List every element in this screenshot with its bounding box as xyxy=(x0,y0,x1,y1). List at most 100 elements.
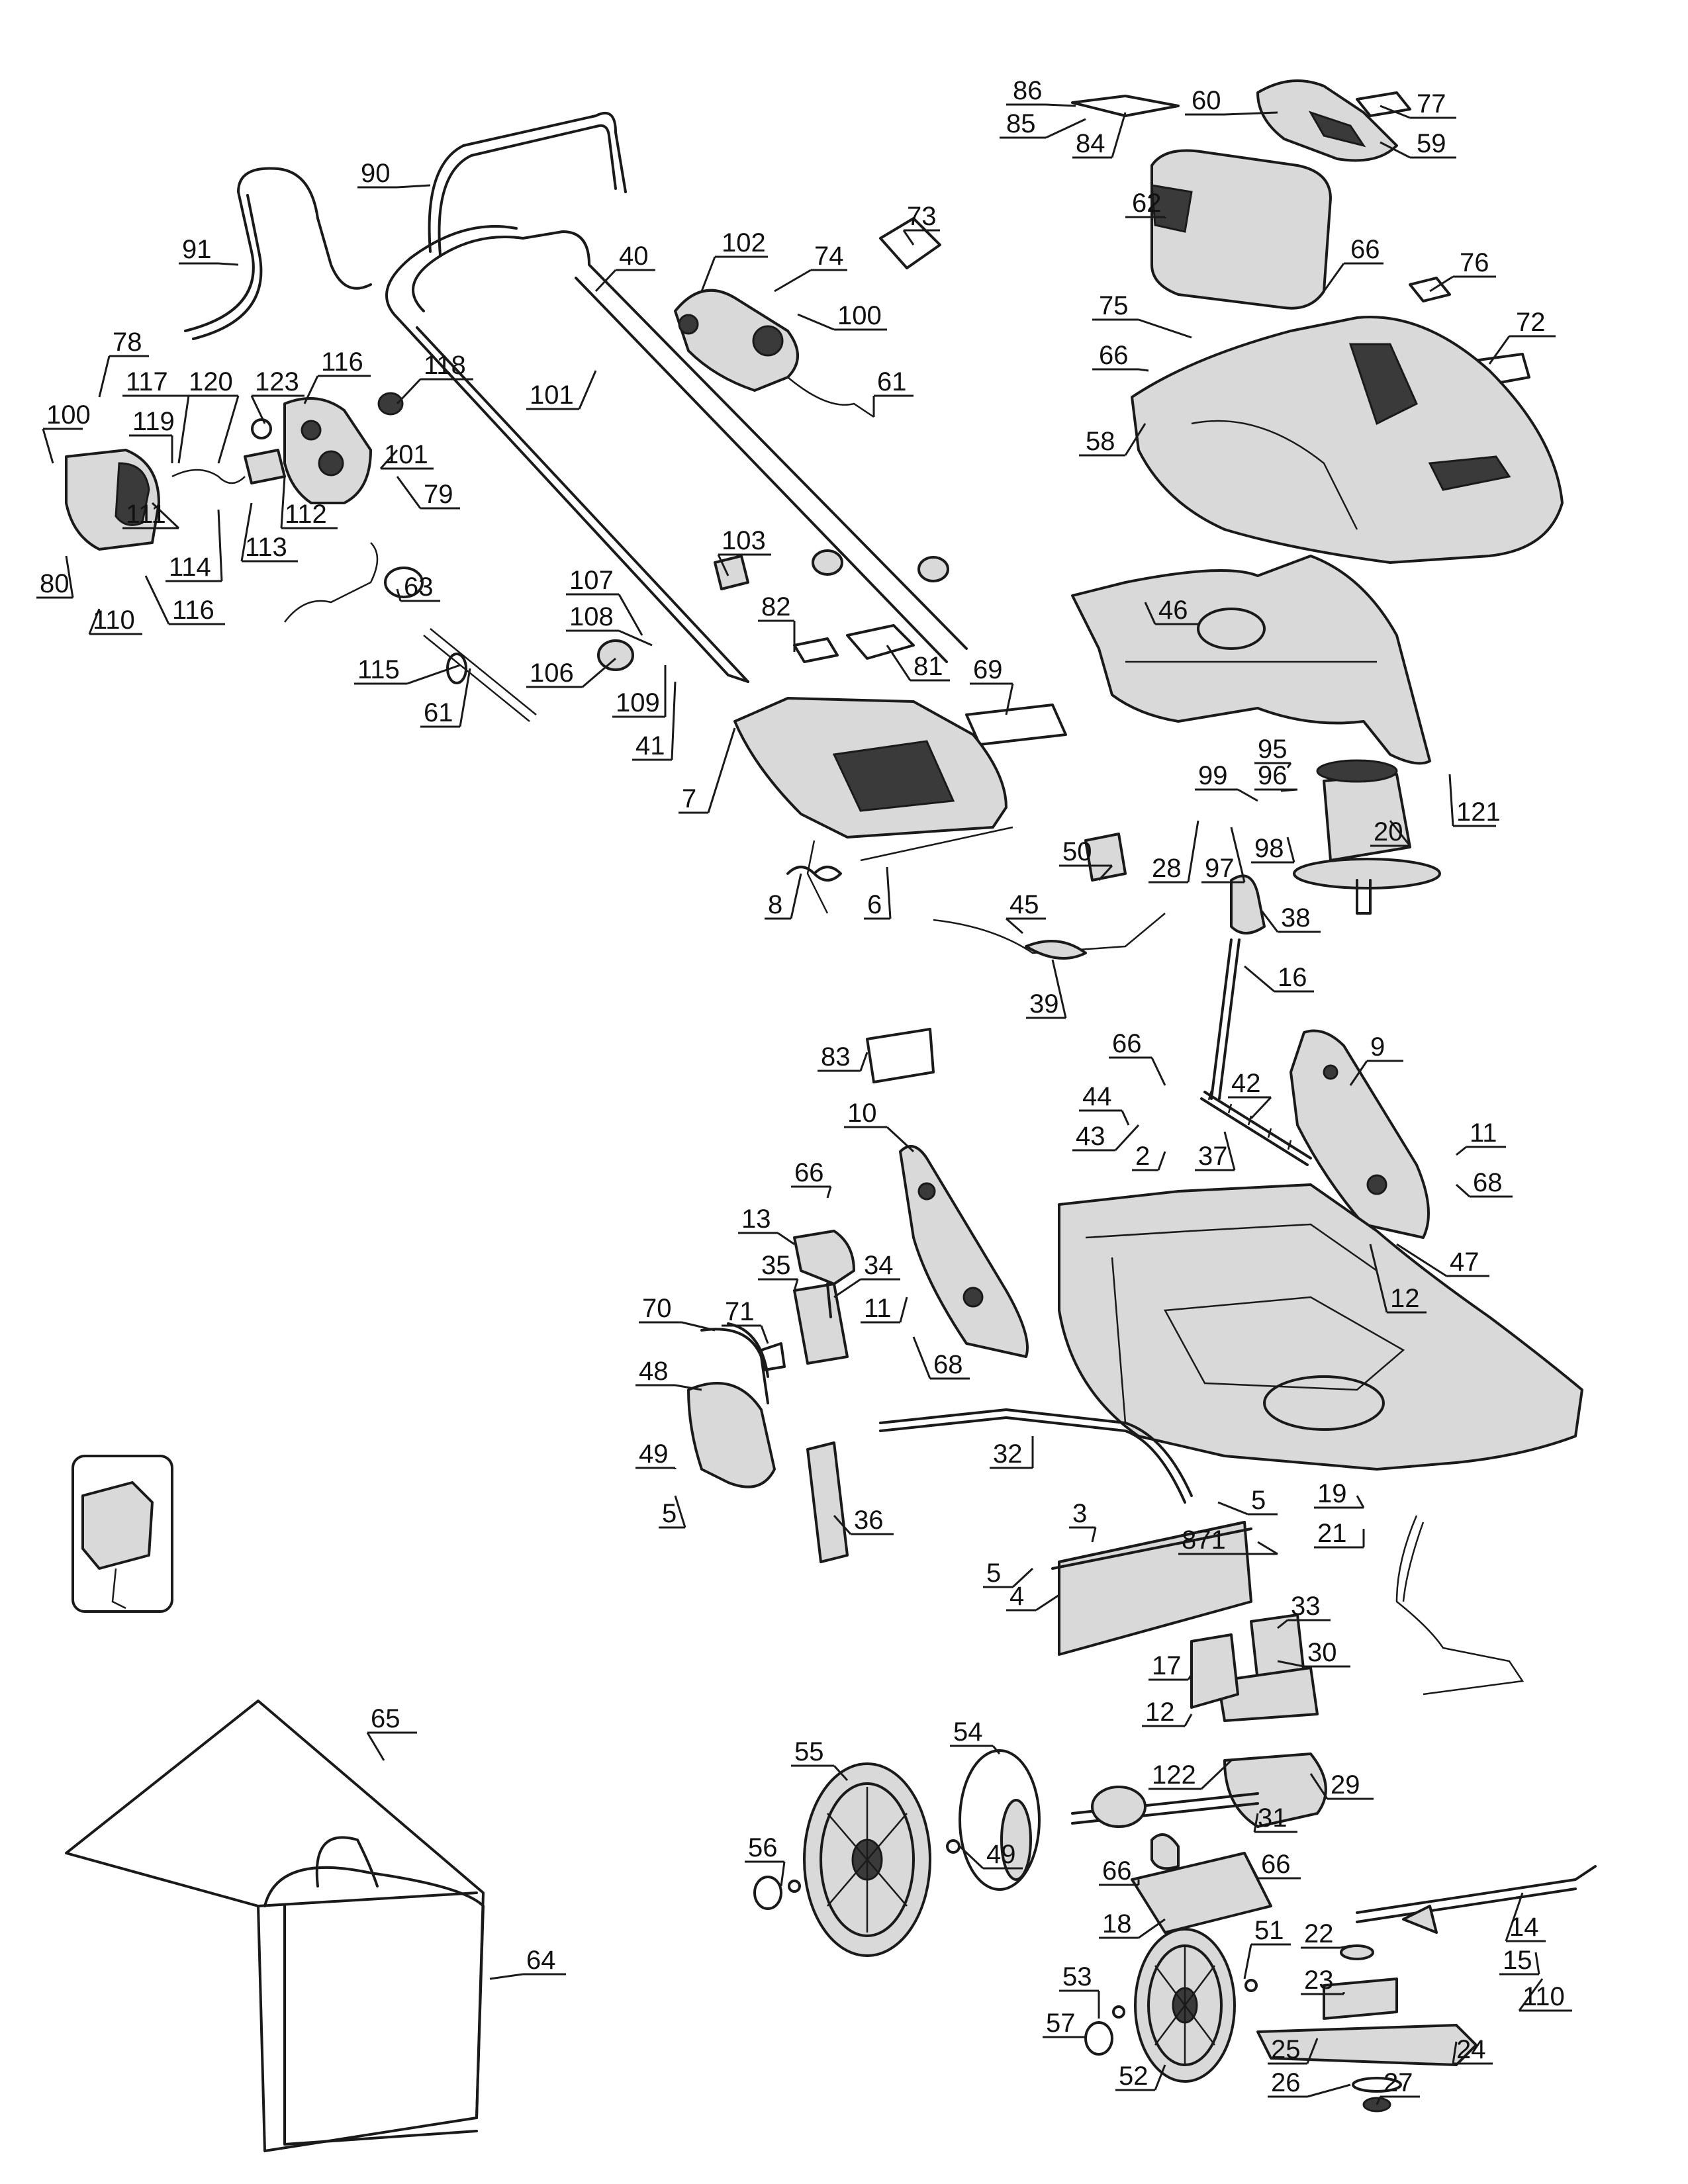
callout-76: 76 xyxy=(1460,248,1489,277)
callout-35: 35 xyxy=(761,1251,791,1280)
callout-leader xyxy=(1187,1674,1193,1680)
callout-leader xyxy=(1488,336,1511,365)
callout-leader-lines xyxy=(36,103,1572,2105)
callout-leader xyxy=(700,256,716,292)
callout-49: 49 xyxy=(639,1439,669,1469)
callout-leader xyxy=(1280,788,1298,792)
callout-86: 86 xyxy=(1013,76,1043,105)
callout-119: 119 xyxy=(132,407,175,436)
callout-leader xyxy=(1138,318,1192,339)
callout-68: 68 xyxy=(933,1350,963,1379)
callout-45: 45 xyxy=(1009,890,1039,919)
callout-117: 117 xyxy=(126,367,168,396)
callout-leader xyxy=(671,681,677,760)
motor-drawing xyxy=(1293,759,1441,915)
callout-101: 101 xyxy=(384,440,428,469)
callout-leader xyxy=(1138,368,1149,372)
callout-leader xyxy=(1380,141,1411,159)
callout-48: 48 xyxy=(639,1357,669,1386)
callout-85: 85 xyxy=(1006,109,1036,138)
rear-wheel-drawing xyxy=(803,1762,931,1957)
callout-20: 20 xyxy=(1374,817,1403,846)
callout-leader xyxy=(992,1745,1001,1754)
callout-leader xyxy=(582,657,616,688)
rear-flap-plate-drawing xyxy=(1051,1521,1252,1656)
callout-73: 73 xyxy=(907,202,937,231)
callout-57: 57 xyxy=(1046,2009,1076,2038)
callout-leader xyxy=(793,1279,799,1291)
callout-78: 78 xyxy=(113,328,142,357)
callout-leader xyxy=(618,629,653,647)
cable-drawing xyxy=(284,542,537,722)
callout-26: 26 xyxy=(1271,2068,1301,2097)
callout-leader xyxy=(144,575,170,625)
callout-50: 50 xyxy=(1062,837,1092,866)
callout-30: 30 xyxy=(1307,1638,1337,1667)
callout-54: 54 xyxy=(953,1717,983,1747)
callout-63: 63 xyxy=(404,572,434,602)
callout-leader xyxy=(1111,112,1127,158)
callout-39: 39 xyxy=(1029,989,1059,1019)
callout-66: 66 xyxy=(1112,1029,1142,1058)
callout-leader xyxy=(1323,263,1345,292)
callout-12: 12 xyxy=(1145,1698,1175,1727)
callout-66: 66 xyxy=(1261,1850,1291,1879)
callout-leader xyxy=(912,1336,931,1379)
callout-871: 871 xyxy=(1182,1525,1226,1555)
callout-61: 61 xyxy=(424,698,453,727)
callout-leader xyxy=(1091,1527,1097,1543)
callout-leader xyxy=(177,395,190,464)
callout-leader xyxy=(717,554,729,576)
callout-leader xyxy=(674,1495,686,1528)
callout-79: 79 xyxy=(424,480,453,509)
callout-leader xyxy=(681,1321,716,1332)
height-rod-drawing xyxy=(1210,874,1266,1100)
rear-flap-drawing xyxy=(733,697,1013,862)
callout-leader xyxy=(886,866,892,919)
callout-13: 13 xyxy=(741,1205,771,1234)
callout-leader xyxy=(886,645,912,681)
callout-leader xyxy=(1534,1952,1540,1975)
callout-leader xyxy=(1045,118,1086,139)
upper-shroud-drawing xyxy=(1131,316,1564,564)
callout-95: 95 xyxy=(1258,735,1288,764)
callout-leader xyxy=(280,476,286,529)
callout-36: 36 xyxy=(854,1506,884,1535)
callout-5: 5 xyxy=(986,1559,1001,1588)
callout-leader xyxy=(902,230,915,246)
callout-leader xyxy=(42,428,54,464)
callout-90: 90 xyxy=(361,159,391,188)
callout-leader xyxy=(1217,1501,1248,1516)
callout-23: 23 xyxy=(1304,1966,1334,1995)
callout-81: 81 xyxy=(914,652,943,681)
wheel-cover-drawing xyxy=(687,1322,776,1488)
callout-112: 112 xyxy=(285,500,327,529)
callout-113: 113 xyxy=(245,533,287,562)
callout-11: 11 xyxy=(864,1294,892,1323)
callout-96: 96 xyxy=(1258,761,1288,790)
callout-leader xyxy=(1349,1060,1368,1086)
callout-leader xyxy=(1257,1541,1278,1555)
callout-74: 74 xyxy=(814,242,844,271)
callout-69: 69 xyxy=(973,655,1003,684)
rear-axle-drawing xyxy=(879,1408,1193,1504)
callout-leader xyxy=(1369,1244,1388,1313)
main-deck-drawing xyxy=(1058,1183,1583,1471)
callout-107: 107 xyxy=(569,566,614,595)
callout-leader xyxy=(406,664,461,685)
callout-110: 110 xyxy=(93,606,135,635)
callout-51: 51 xyxy=(1254,1916,1284,1945)
callout-83: 83 xyxy=(821,1042,851,1071)
blade-assembly-drawing xyxy=(1256,1944,1477,2113)
callout-leader xyxy=(1124,423,1147,456)
callout-leader xyxy=(833,1515,852,1535)
small-parts-drawing xyxy=(377,392,949,671)
callout-leader xyxy=(760,1325,769,1344)
gearbox-drawing xyxy=(1071,1614,1327,1870)
callout-24: 24 xyxy=(1456,2035,1486,2064)
callout-66: 66 xyxy=(1350,235,1380,264)
callout-leader xyxy=(1051,959,1067,1019)
callout-77: 77 xyxy=(1417,89,1446,118)
callout-116: 116 xyxy=(172,596,214,625)
callout-100: 100 xyxy=(837,301,882,330)
